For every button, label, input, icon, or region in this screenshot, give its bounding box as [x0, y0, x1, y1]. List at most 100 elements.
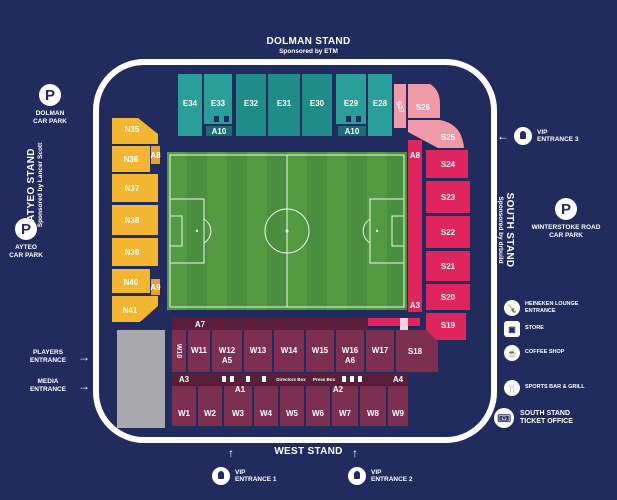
access-A7: A7	[194, 320, 206, 329]
block-W4[interactable]: W4	[260, 408, 272, 418]
players-entrance: PLAYERS ENTRANCE →	[22, 349, 92, 364]
block-S21[interactable]: S21	[440, 261, 456, 271]
vip-icon	[348, 467, 366, 485]
store-icon: ▣	[504, 321, 520, 337]
block-E30[interactable]: E30	[309, 98, 325, 108]
access-A3-west: A3	[178, 375, 190, 384]
block-W10[interactable]: W10	[175, 343, 183, 359]
heineken-icon: 🍾	[504, 300, 520, 316]
block-W3[interactable]: W3	[232, 408, 244, 418]
block-W12[interactable]: W12	[218, 345, 236, 355]
players-entrance-line1: PLAYERS	[32, 349, 64, 356]
winterstoke-car-park-line2: CAR PARK	[549, 231, 583, 239]
vip-entrance-3-line1: VIP	[537, 128, 548, 136]
winterstoke-car-park: P WINTERSTOKE ROAD CAR PARK	[528, 198, 604, 239]
block-N37[interactable]: N37	[124, 183, 140, 193]
block-W1[interactable]: W1	[178, 408, 190, 418]
vip-entrance-1: VIP ENTRANCE 1	[212, 467, 277, 485]
parking-icon: P	[15, 218, 37, 240]
vip-entrance-2-line1: VIP	[371, 468, 382, 476]
block-N35[interactable]: N35	[124, 124, 140, 134]
block-W17[interactable]: W17	[371, 345, 389, 355]
access-A10-left: A10	[211, 127, 227, 136]
block-N39[interactable]: N39	[124, 247, 140, 257]
access-A1: A1	[234, 385, 246, 394]
parking-icon: P	[39, 84, 61, 106]
coffee-shop: ← ☕ COFFEE SHOP	[489, 345, 564, 361]
heineken-lounge-entrance: ← 🍾 HEINEKEN LOUNGE ENTRANCE	[489, 300, 578, 316]
atyeo-stand-blocks	[112, 118, 160, 322]
south-stand-ticket-office: 🎟 SOUTH STAND TICKET OFFICE	[494, 408, 573, 428]
arrow-icon: ↑	[352, 446, 358, 460]
block-E28[interactable]: E28	[372, 98, 388, 108]
block-W16[interactable]: W16	[341, 345, 359, 355]
block-W8[interactable]: W8	[367, 408, 379, 418]
block-E31[interactable]: E31	[276, 98, 292, 108]
vip-entrance-1-line1: VIP	[235, 468, 246, 476]
block-E33[interactable]: E33	[210, 98, 226, 108]
block-E29[interactable]: E29	[343, 98, 359, 108]
block-W5[interactable]: W5	[286, 408, 298, 418]
block-E32[interactable]: E32	[243, 98, 259, 108]
media-entrance: MEDIA ENTRANCE →	[22, 378, 92, 393]
dolman-stand-title: DOLMAN STAND	[266, 36, 351, 47]
press-box: Press Box	[312, 377, 335, 382]
block-S19[interactable]: S19	[440, 320, 456, 330]
arrow-icon: ↑	[228, 446, 234, 460]
block-S22[interactable]: S22	[440, 227, 456, 237]
heineken-lounge-line1: HEINEKEN LOUNGE	[525, 300, 579, 307]
arrow-icon: ←	[489, 323, 499, 334]
pitch	[167, 152, 407, 310]
vip-entrance-2-arrow: ↑	[352, 447, 358, 459]
block-W6[interactable]: W6	[312, 408, 324, 418]
access-A5: A5	[221, 355, 233, 365]
block-S25[interactable]: S25	[440, 132, 456, 142]
vip-entrance-3-line2: ENTRANCE 3	[537, 136, 579, 143]
heineken-lounge-line2: ENTRANCE	[525, 308, 556, 314]
block-N38[interactable]: N38	[124, 215, 140, 225]
block-W2[interactable]: W2	[204, 408, 216, 418]
block-W7[interactable]: W7	[339, 408, 351, 418]
arrow-icon: ←	[497, 129, 509, 143]
vip-entrance-1-arrow: ↑	[228, 447, 234, 459]
block-S18[interactable]: S18	[407, 346, 423, 356]
directors-box: Directors Box	[276, 377, 306, 382]
dolman-stand-sponsor: Sponsored by ETM	[279, 48, 338, 55]
block-W15[interactable]: W15	[311, 345, 329, 355]
coffee-icon: ☕	[504, 345, 520, 361]
access-A6: A6	[344, 355, 356, 365]
block-E34[interactable]: E34	[182, 98, 198, 108]
ticket-office-line2: TICKET OFFICE	[520, 418, 573, 425]
winterstoke-car-park-line1: WINTERSTOKE ROAD	[531, 224, 601, 231]
access-A3-south: A3	[409, 300, 421, 310]
dolman-car-park: P DOLMAN CAR PARK	[30, 84, 70, 125]
dolman-stand-blocks	[178, 74, 392, 136]
access-A9-north: A9	[150, 282, 161, 292]
block-N40[interactable]: N40	[123, 277, 139, 287]
stadium-outline	[93, 59, 497, 443]
arrow-icon: →	[78, 378, 90, 393]
block-N41[interactable]: N41	[122, 305, 138, 315]
access-A8-north: A8	[150, 150, 161, 160]
south-stand-blocks	[366, 84, 470, 340]
sports-bar: ← 🍴 SPORTS BAR & GRILL	[489, 380, 585, 396]
block-S26[interactable]: S26	[415, 102, 431, 112]
access-A4: A4	[392, 375, 404, 384]
block-W9[interactable]: W9	[392, 408, 404, 418]
vip-entrance-1-line2: ENTRANCE 1	[235, 476, 277, 483]
block-S20[interactable]: S20	[440, 292, 456, 302]
arrow-icon: →	[78, 349, 90, 364]
west-stand-title: WEST STAND	[274, 446, 343, 457]
block-W13[interactable]: W13	[249, 345, 267, 355]
store-label: STORE	[525, 325, 544, 332]
arrow-icon: ←	[489, 382, 499, 393]
block-N36[interactable]: N36	[123, 154, 139, 164]
block-W14[interactable]: W14	[280, 345, 298, 355]
block-W11[interactable]: W11	[190, 345, 207, 355]
vip-icon	[514, 127, 532, 145]
block-S23[interactable]: S23	[440, 192, 456, 202]
coffee-shop-label: COFFEE SHOP	[525, 349, 565, 356]
atyeo-car-park: P AYTEO CAR PARK	[4, 218, 48, 259]
media-entrance-line2: ENTRANCE	[29, 385, 67, 393]
block-S24[interactable]: S24	[440, 159, 456, 169]
